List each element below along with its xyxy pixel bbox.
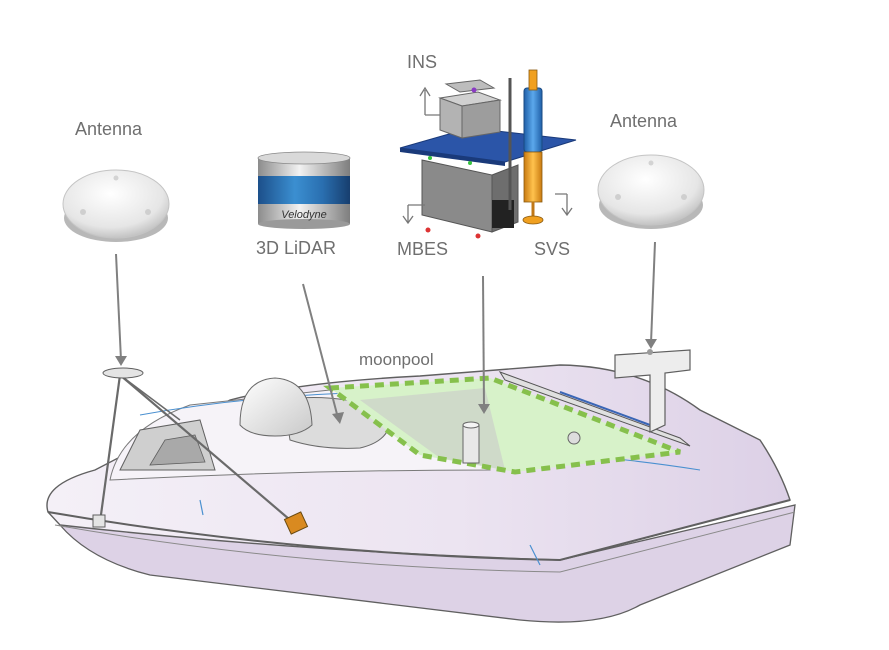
moonpool bbox=[323, 375, 681, 475]
leader-line-antenna-left bbox=[115, 253, 122, 361]
antenna-right-label: Antenna bbox=[610, 111, 678, 131]
lidar-brand-text: Velodyne bbox=[281, 209, 326, 221]
lidar-label: 3D LiDAR bbox=[256, 238, 337, 258]
svs-label: SVS bbox=[534, 239, 571, 259]
leader-arrow-mbes bbox=[478, 404, 490, 414]
sensor-assembly-graphic bbox=[399, 69, 577, 239]
leader-arrow-antenna-right bbox=[645, 339, 657, 349]
lidar-sensor-graphic: Velodyne bbox=[257, 151, 351, 229]
moonpool-label: moonpool bbox=[359, 350, 434, 369]
antenna-mast-left bbox=[92, 367, 309, 535]
leader-lines bbox=[115, 241, 657, 424]
leader-arrow-antenna-left bbox=[115, 356, 127, 366]
mbes-label: MBES bbox=[397, 239, 449, 259]
leader-line-lidar bbox=[302, 283, 339, 419]
leader-line-antenna-right bbox=[650, 241, 656, 344]
leader-line-mbes bbox=[482, 275, 485, 409]
boat-hull bbox=[46, 364, 796, 623]
ins-label: INS bbox=[407, 52, 438, 72]
antenna-right-graphic bbox=[597, 154, 705, 229]
antenna-left-label: Antenna bbox=[75, 119, 143, 139]
leader-arrow-lidar bbox=[332, 412, 344, 424]
antenna-mount-right bbox=[614, 349, 691, 433]
antenna-left-graphic bbox=[62, 169, 170, 242]
